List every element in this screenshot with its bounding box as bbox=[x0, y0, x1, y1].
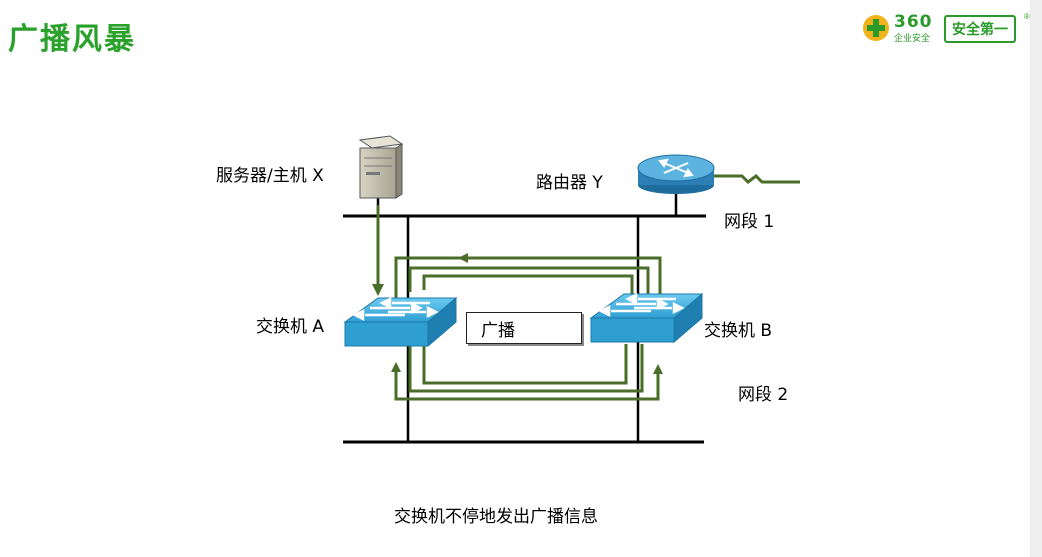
broadcast-box: 广播 bbox=[466, 312, 582, 344]
slide-title: 广播风暴 bbox=[8, 22, 136, 57]
segment-2-label: 网段 2 bbox=[738, 385, 789, 405]
brand-logo: 360 企业安全 安全第一 ® bbox=[862, 12, 1030, 44]
router-icon bbox=[637, 154, 800, 194]
switch-a-icon bbox=[343, 296, 458, 348]
router-label: 路由器 Y bbox=[536, 173, 603, 193]
registered-mark: ® bbox=[1024, 12, 1030, 21]
diagram-caption: 交换机不停地发出广播信息 bbox=[394, 507, 598, 527]
logo-number: 360 bbox=[894, 12, 933, 32]
switch-b-label: 交换机 B bbox=[704, 321, 773, 341]
switch-b-icon bbox=[589, 292, 704, 344]
broadcast-paths bbox=[376, 205, 662, 401]
segment-1-label: 网段 1 bbox=[724, 212, 775, 232]
switch-a-label: 交换机 A bbox=[256, 317, 325, 337]
logo-subtitle: 企业安全 bbox=[894, 34, 931, 44]
logo-slogan: 安全第一 bbox=[944, 15, 1016, 43]
broadcast-arrowheads bbox=[372, 253, 663, 374]
slide-edge-strip bbox=[1030, 0, 1042, 557]
plus-logo-icon bbox=[863, 15, 889, 41]
server-label: 服务器/主机 X bbox=[216, 166, 324, 186]
server-icon bbox=[358, 135, 404, 199]
